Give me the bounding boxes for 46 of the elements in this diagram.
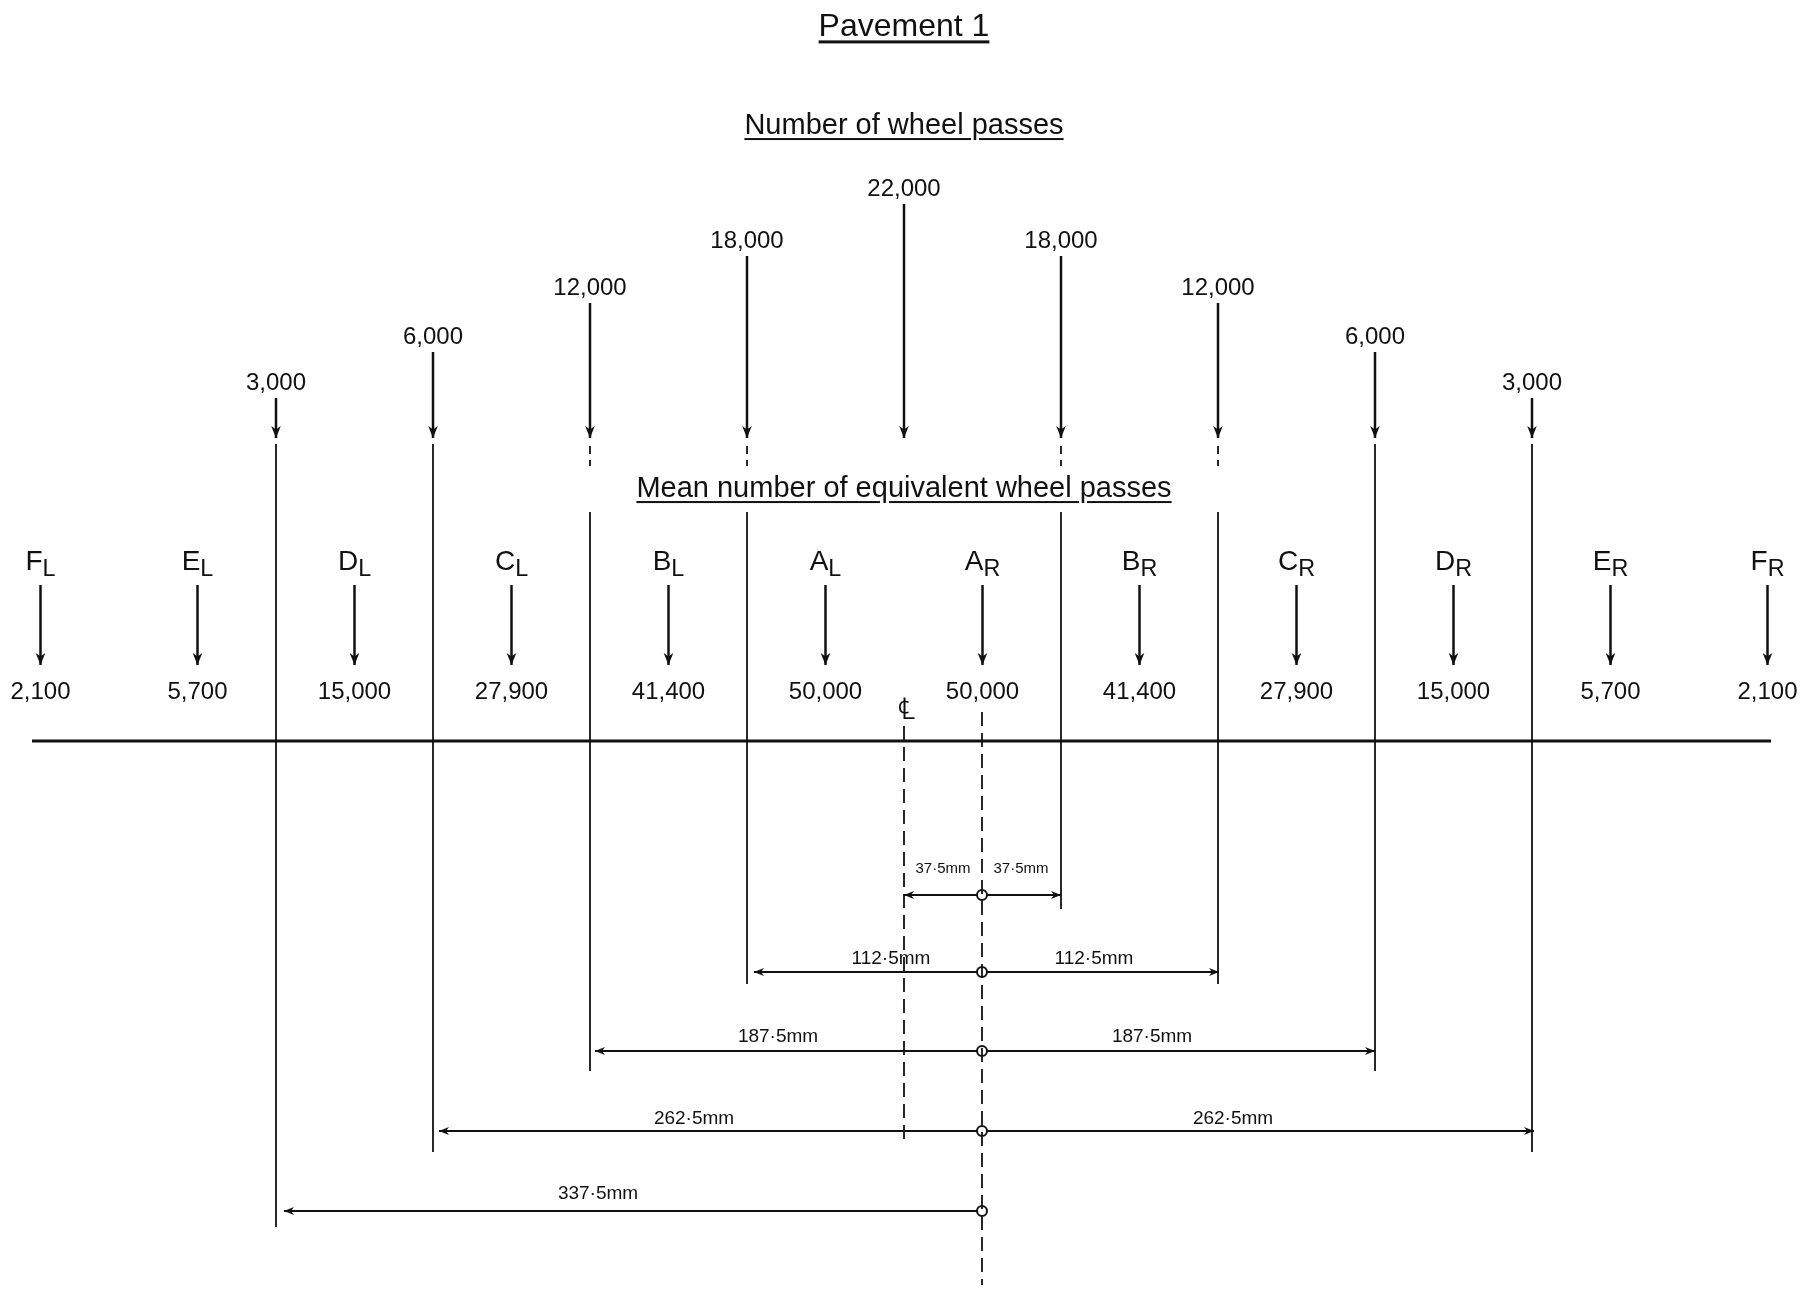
position-label: A$_{R}$ <box>964 545 1001 583</box>
dimension-label: 262·5mm <box>1192 1107 1274 1129</box>
position-label: D$_{L}$ <box>337 545 372 583</box>
dimension-label: 37·5mm <box>993 859 1049 877</box>
position-label: F$_{L}$ <box>25 545 56 583</box>
dimension-label: 112·5mm <box>1054 947 1134 969</box>
pass-count: 3,000 <box>245 368 307 396</box>
position-label: E$_{L}$ <box>181 545 214 583</box>
equivalent-pass-count: 27,900 <box>474 677 549 705</box>
equivalent-pass-count: 50,000 <box>788 677 863 705</box>
pass-count: 18,000 <box>710 226 784 254</box>
pass-count: 22,000 <box>867 174 941 202</box>
equivalent-pass-count: 27,900 <box>1259 677 1334 705</box>
pass-count: 12,000 <box>553 273 627 301</box>
position-label: B$_{R}$ <box>1121 545 1158 583</box>
pass-count: 6,000 <box>1344 322 1406 350</box>
equivalent-pass-count: 15,000 <box>1416 677 1491 705</box>
dimension-label: 187·5mm <box>1111 1025 1193 1047</box>
dimension-label: 37·5mm <box>915 859 971 877</box>
equivalent-pass-count: 2,100 <box>10 677 71 705</box>
pass-count: 12,000 <box>1181 273 1255 301</box>
equivalent-pass-count: 50,000 <box>945 677 1020 705</box>
pass-count: 3,000 <box>1501 368 1563 396</box>
equivalent-pass-count: 2,100 <box>1737 677 1798 705</box>
equivalent-pass-count: 5,700 <box>1580 677 1641 705</box>
title: Pavement 1 <box>818 8 990 44</box>
equivalent-pass-count: 15,000 <box>317 677 392 705</box>
position-label: B$_{L}$ <box>652 545 685 583</box>
equivalent-pass-count: 5,700 <box>167 677 228 705</box>
position-label: C$_{R}$ <box>1277 545 1316 583</box>
dimension-label: 262·5mm <box>653 1107 735 1129</box>
pass-count: 6,000 <box>402 322 464 350</box>
position-label: C$_{L}$ <box>494 545 529 583</box>
equivalent-pass-count: 41,400 <box>1102 677 1177 705</box>
dimension-label: 187·5mm <box>737 1025 819 1047</box>
heading: Number of wheel passes <box>744 109 1064 141</box>
dimension-label: 337·5mm <box>557 1182 639 1204</box>
position-label: D$_{R}$ <box>1434 545 1473 583</box>
position-label: E$_{R}$ <box>1592 545 1629 583</box>
centerline-symbol: ℄ <box>897 691 915 725</box>
heading: Mean number of equivalent wheel passes <box>636 472 1172 504</box>
position-label: A$_{L}$ <box>809 545 842 583</box>
position-label: F$_{R}$ <box>1750 545 1785 583</box>
pass-count: 18,000 <box>1024 226 1098 254</box>
equivalent-pass-count: 41,400 <box>631 677 706 705</box>
dimension-label: 112·5mm <box>851 947 931 969</box>
